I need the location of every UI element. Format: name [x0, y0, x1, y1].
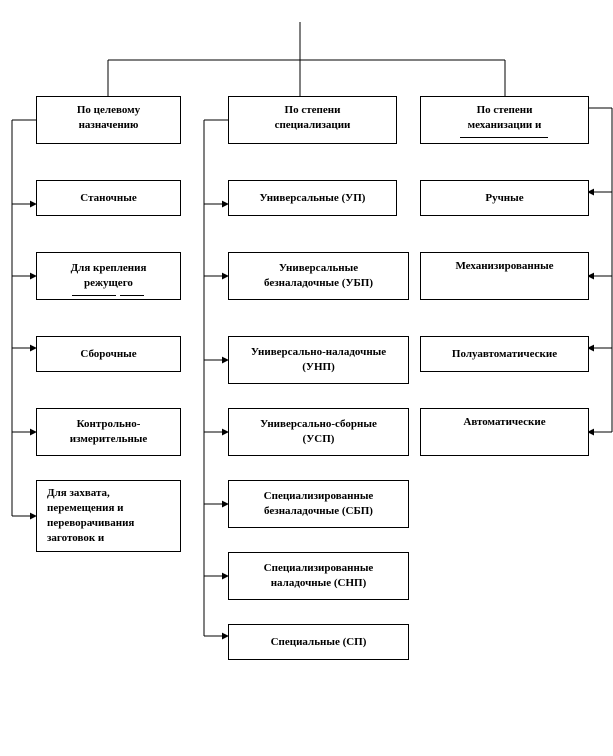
col3-item-1: Ручные — [420, 180, 589, 216]
col3-item-3-label: Полуавтоматические — [451, 347, 558, 360]
col2-item-4: Универсально-сборные (УСП) — [228, 408, 409, 456]
col1-item-4-label: Контрольно- измерительные — [69, 418, 148, 445]
col3-item-4: Автоматические — [420, 408, 589, 456]
col2-item-2-label: Универсальные безналадочные (УБП) — [263, 262, 374, 289]
col2-item-6: Специализированные наладочные (СНП) — [228, 552, 409, 600]
col2-item-5: Специализированные безналадочные (СБП) — [228, 480, 409, 528]
col1-item-4: Контрольно- измерительные — [36, 408, 181, 456]
col2-item-3: Универсально-наладочные (УНП) — [228, 336, 409, 384]
col3-item-2-label: Механизированные — [455, 260, 554, 272]
col3-item-2: Механизированные — [420, 252, 589, 300]
col1-header: По целевому назначению — [36, 96, 181, 144]
col2-item-7-label: Специальные (СП) — [270, 635, 367, 648]
col1-item-2-label: Для крепления режущего — [70, 262, 147, 289]
col3-header-label: По степени механизации и — [467, 104, 542, 131]
col2-item-2: Универсальные безналадочные (УБП) — [228, 252, 409, 300]
col3-item-1-label: Ручные — [485, 191, 524, 204]
col2-item-6-label: Специализированные наладочные (СНП) — [263, 562, 374, 589]
col2-header: По степени специализации — [228, 96, 397, 144]
col3-item-4-label: Автоматические — [463, 416, 546, 428]
col1-item-3-label: Сборочные — [80, 347, 137, 360]
col1-item-3: Сборочные — [36, 336, 181, 372]
col2-item-3-label: Универсально-наладочные (УНП) — [250, 346, 387, 373]
col1-item-1: Станочные — [36, 180, 181, 216]
col3-item-3: Полуавтоматические — [420, 336, 589, 372]
col1-item-1-label: Станочные — [80, 191, 137, 204]
col2-item-5-label: Специализированные безналадочные (СБП) — [263, 490, 374, 517]
col1-item-5: Для захвата, перемещения и переворачиван… — [36, 480, 181, 552]
col2-item-1-label: Универсальные (УП) — [259, 191, 366, 204]
col3-header-underline — [460, 137, 548, 138]
col2-item-4-label: Универсально-сборные (УСП) — [260, 418, 377, 445]
col2-header-label: По степени специализации — [274, 104, 351, 131]
col2-item-1: Универсальные (УП) — [228, 180, 397, 216]
col1-item-2-underline-b — [120, 295, 144, 296]
col1-item-5-label: Для захвата, перемещения и переворачиван… — [47, 487, 135, 544]
col2-item-7: Специальные (СП) — [228, 624, 409, 660]
col3-header: По степени механизации и — [420, 96, 589, 144]
col1-item-2-underline-a — [72, 295, 116, 296]
col1-item-2: Для крепления режущего — [36, 252, 181, 300]
col1-header-label: По целевому назначению — [76, 104, 141, 131]
